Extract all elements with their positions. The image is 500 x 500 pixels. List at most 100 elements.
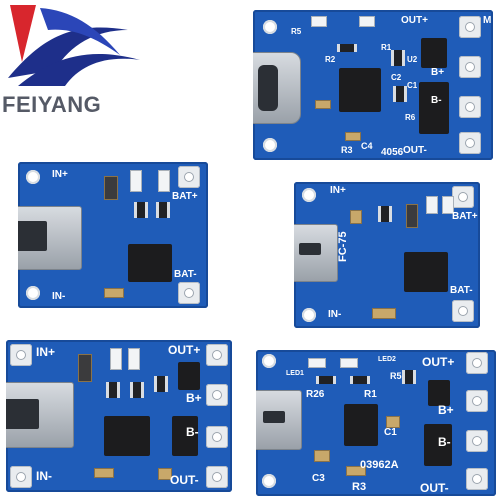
ic-chip: [419, 82, 449, 134]
usb-mini-port: [18, 206, 82, 270]
mounting-hole: [262, 474, 276, 488]
label-c1: C1: [384, 427, 397, 438]
feiyang-logo-icon: [8, 5, 140, 86]
label-b-minus: B-: [431, 95, 442, 106]
solder-pad: [10, 466, 32, 488]
label-led1: LED1: [286, 370, 304, 377]
label-out-plus: OUT+: [401, 15, 428, 26]
pcb-board-type-c-protection: OUT+ OUT- B+ B- M R5 R2 R1 C2 U2 C1 R3 C…: [253, 10, 493, 160]
label-r3: R3: [341, 145, 353, 155]
solder-pad: [10, 344, 32, 366]
mounting-hole: [26, 170, 40, 184]
capacitor: [158, 468, 172, 480]
solder-pad: [206, 466, 228, 488]
resistor: [78, 354, 92, 382]
solder-pad: [459, 16, 481, 38]
label-c4: C4: [361, 141, 373, 151]
label-out-plus: OUT+: [168, 343, 201, 357]
resistor: [104, 176, 118, 200]
led: [110, 348, 122, 370]
label-in-plus: IN+: [52, 169, 68, 180]
usb-mini-port: [6, 382, 74, 448]
capacitor: [314, 450, 330, 462]
resistor: [337, 44, 357, 52]
ic-chip: [424, 424, 452, 466]
label-u2: U2: [407, 55, 418, 64]
solder-pad: [466, 430, 488, 452]
resistor: [350, 376, 370, 384]
led: [130, 170, 142, 192]
usb-micro-port: [294, 224, 338, 282]
brand-name: FEIYANG: [2, 92, 102, 117]
capacitor: [346, 466, 366, 476]
label-led2: LED2: [378, 356, 396, 363]
mounting-hole: [302, 188, 316, 202]
label-bat-plus: BAT+: [172, 191, 198, 202]
ic-chip: [178, 362, 200, 390]
label-c3: C3: [312, 473, 325, 484]
capacitor: [315, 100, 331, 109]
label-out-plus: OUT+: [422, 355, 455, 369]
capacitor: [350, 210, 362, 224]
solder-pad: [206, 426, 228, 448]
label-out-minus: OUT-: [420, 481, 449, 495]
label-bat-minus: BAT-: [174, 269, 197, 280]
solder-pad: [452, 300, 474, 322]
resistor: [402, 370, 416, 384]
solder-pad: [452, 186, 474, 208]
label-r2: R2: [325, 55, 336, 64]
ic-chip: [339, 68, 381, 112]
label-out-minus: OUT-: [403, 145, 427, 156]
label-b-minus: B-: [186, 425, 199, 439]
label-bat-minus: BAT-: [450, 285, 473, 296]
resistor: [156, 202, 170, 218]
resistor: [406, 204, 418, 228]
label-in-minus: IN-: [36, 469, 52, 483]
label-in-plus: IN+: [36, 345, 56, 359]
label-b-plus: B+: [431, 67, 445, 78]
label-m: M: [483, 15, 492, 26]
pcb-board-micro-usb: IN+ IN- BAT+ BAT- FC-75: [294, 182, 480, 328]
label-c2: C2: [391, 73, 402, 82]
label-c1: C1: [407, 81, 418, 90]
solder-pad: [466, 468, 488, 490]
capacitor: [386, 416, 400, 428]
mounting-hole: [263, 138, 277, 152]
led: [128, 348, 140, 370]
ic-chip: [104, 416, 150, 456]
resistor: [134, 202, 148, 218]
label-fc75: FC-75: [337, 231, 349, 262]
usb-micro-port: [256, 390, 302, 450]
pcb-board-mini-usb: IN+ IN- BAT+ BAT-: [18, 162, 208, 308]
solder-pad: [178, 166, 200, 188]
ic-chip: [128, 244, 172, 282]
capacitor: [94, 468, 114, 478]
resistor: [154, 376, 168, 392]
mounting-hole: [263, 20, 277, 34]
label-in-minus: IN-: [328, 309, 342, 320]
solder-pad: [178, 282, 200, 304]
label-b-plus: B+: [186, 391, 202, 405]
resistor: [391, 50, 405, 66]
led: [340, 358, 358, 368]
label-b-minus: B-: [438, 435, 451, 449]
label-in-minus: IN-: [52, 291, 66, 302]
label-r5: R5: [390, 371, 402, 381]
solder-pad: [459, 56, 481, 78]
solder-pad: [459, 132, 481, 154]
capacitor: [372, 308, 396, 319]
led: [308, 358, 326, 368]
mounting-hole: [262, 354, 276, 368]
label-r5: R5: [291, 27, 302, 36]
label-4056: 4056: [381, 147, 404, 158]
label-r1: R1: [381, 43, 392, 52]
capacitor: [104, 288, 124, 298]
led: [158, 170, 170, 192]
pcb-board-mini-usb-protection: IN+ IN- OUT+ OUT- B+ B-: [6, 340, 232, 492]
ic-chip: [172, 416, 198, 456]
solder-pad: [466, 352, 488, 374]
label-b-plus: B+: [438, 403, 454, 417]
usb-type-c-port: [253, 52, 301, 124]
ic-chip: [428, 380, 450, 406]
solder-pad: [206, 344, 228, 366]
